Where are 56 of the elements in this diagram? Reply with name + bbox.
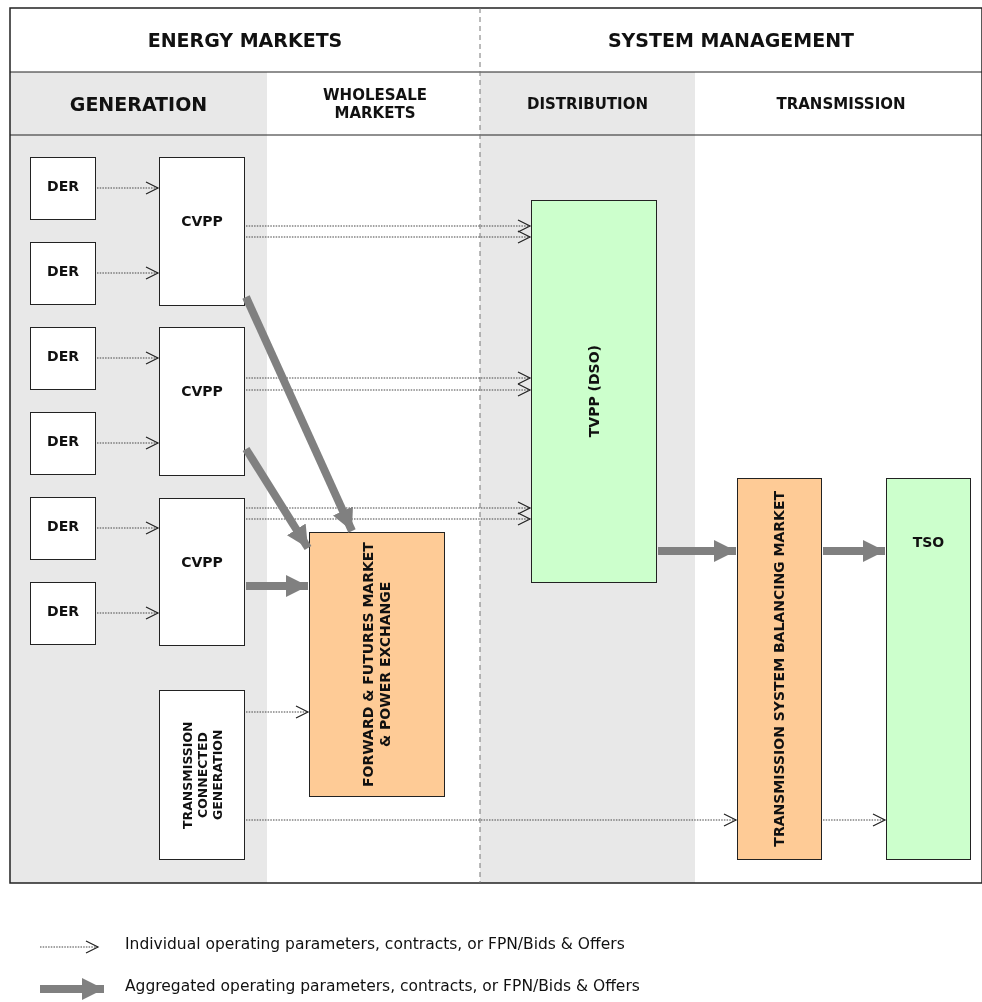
dotted-arrow bbox=[96, 266, 159, 280]
legend-text: Individual operating parameters, contracts, or FPN/Bids & Offers bbox=[125, 935, 625, 953]
operator-box bbox=[886, 478, 971, 860]
thick-arrow bbox=[246, 575, 308, 597]
node-label: DER bbox=[47, 263, 79, 279]
market-box bbox=[309, 532, 445, 797]
dotted-arrow bbox=[245, 501, 531, 515]
entity-box bbox=[30, 327, 96, 390]
dotted-arrow bbox=[822, 813, 886, 827]
market-box bbox=[737, 478, 822, 860]
entity-box bbox=[30, 412, 96, 475]
dotted-arrow bbox=[245, 371, 531, 385]
node-label: CVPP bbox=[181, 554, 223, 570]
entity-box bbox=[30, 242, 96, 305]
node-label: DER bbox=[47, 433, 79, 449]
column-header: DISTRIBUTION bbox=[527, 94, 648, 113]
node-label: TSO bbox=[912, 534, 945, 550]
column-header: TRANSMISSION bbox=[776, 94, 906, 113]
entity-box bbox=[159, 690, 245, 860]
dotted-arrow bbox=[245, 813, 737, 827]
dotted-arrow bbox=[96, 436, 159, 450]
node-label: CVPP bbox=[181, 213, 223, 229]
thick-arrow bbox=[242, 295, 356, 533]
entity-box bbox=[30, 497, 96, 560]
dotted-arrow bbox=[245, 219, 531, 233]
dotted-arrow bbox=[245, 230, 531, 244]
column-header: ENERGY MARKETS bbox=[147, 29, 343, 51]
entity-box bbox=[159, 498, 245, 646]
node-label: DER bbox=[47, 518, 79, 534]
dotted-arrow bbox=[96, 606, 159, 620]
legend-text: Aggregated operating parameters, contracts, or FPN/Bids & Offers bbox=[125, 977, 640, 995]
thick-arrow bbox=[242, 446, 312, 551]
entity-box bbox=[30, 582, 96, 645]
dotted-arrow bbox=[96, 351, 159, 365]
node-label: DER bbox=[47, 178, 79, 194]
column-header: SYSTEM MANAGEMENT bbox=[607, 29, 855, 51]
dotted-arrow bbox=[245, 383, 531, 397]
entity-box bbox=[159, 157, 245, 306]
operator-box bbox=[531, 200, 657, 583]
column-header: WHOLESALE MARKETS bbox=[322, 85, 428, 122]
node-label: DER bbox=[47, 603, 79, 619]
dotted-arrow bbox=[96, 521, 159, 535]
node-label: CVPP bbox=[181, 383, 223, 399]
entity-box bbox=[30, 157, 96, 220]
thick-arrow bbox=[658, 540, 736, 562]
node-label: DER bbox=[47, 348, 79, 364]
node-label: TRANSMISSION CONNECTED GENERATION bbox=[179, 720, 225, 831]
dotted-arrow bbox=[245, 512, 531, 526]
dotted-arrow bbox=[96, 181, 159, 195]
node-label: FORWARD & FUTURES MARKET & POWER EXCHANGE bbox=[360, 541, 394, 789]
entity-box bbox=[159, 327, 245, 476]
node-label: TRANSMISSION SYSTEM BALANCING MARKET bbox=[771, 491, 788, 847]
thick-arrow bbox=[823, 540, 885, 562]
dotted-arrow bbox=[245, 705, 309, 719]
node-label: TVPP (DSO) bbox=[585, 345, 603, 438]
column-header: GENERATION bbox=[69, 92, 208, 115]
